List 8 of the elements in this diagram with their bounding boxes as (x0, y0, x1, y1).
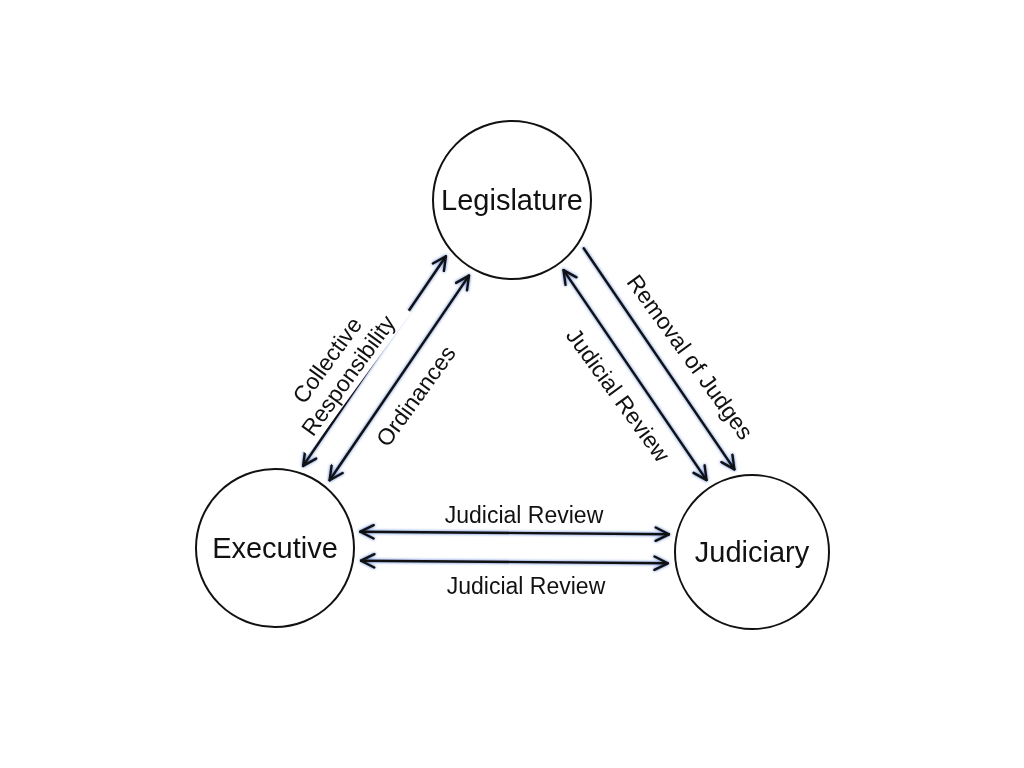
node-label: Legislature (441, 183, 583, 217)
arrow (328, 274, 471, 482)
arrow (582, 247, 736, 471)
node-label: Judiciary (694, 535, 810, 569)
arrow (359, 523, 671, 543)
node-label: Executive (212, 531, 338, 565)
arrow (562, 268, 708, 482)
arrow (359, 552, 669, 572)
